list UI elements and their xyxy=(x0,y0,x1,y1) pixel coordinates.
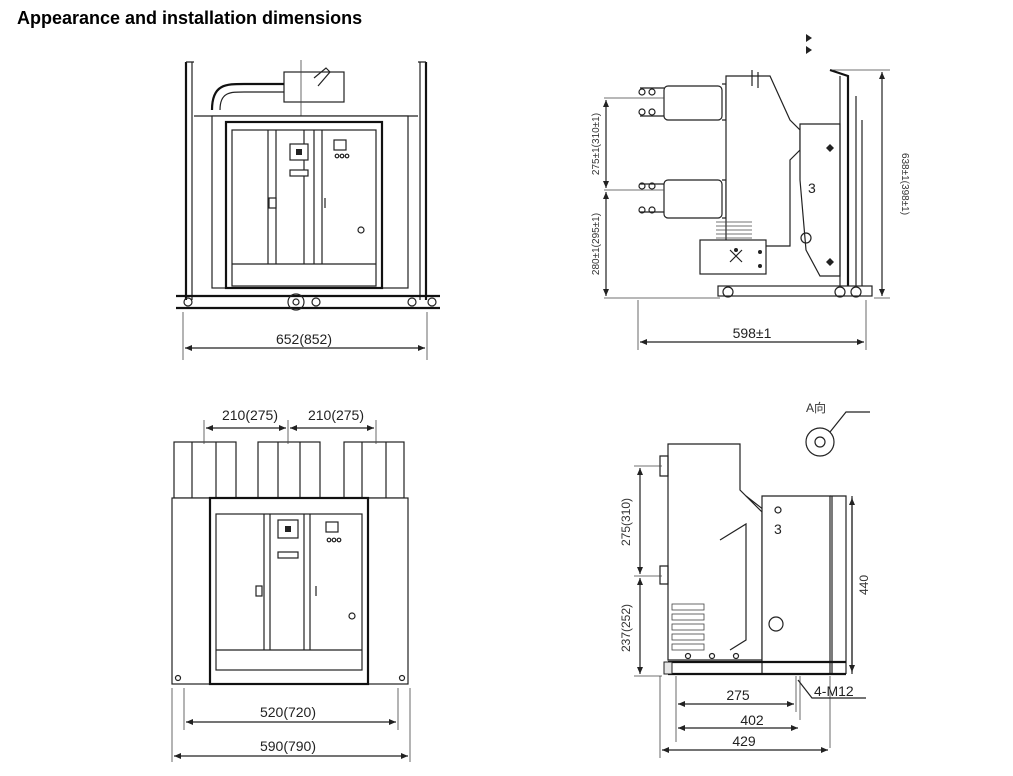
install-dim-429: 429 xyxy=(732,733,756,749)
install-height: 440 xyxy=(857,575,871,595)
top-outer-width: 590(790) xyxy=(260,738,316,754)
install-view: A向 3 275(310) 237(252) 440 xyxy=(619,400,871,758)
front-width-dimension: 652(852) xyxy=(276,331,332,347)
install-dim-402: 402 xyxy=(740,712,764,728)
front-view: 652(852) xyxy=(176,60,440,360)
install-view-label: A向 xyxy=(806,400,826,415)
side-lower-height: 280±1(295±1) xyxy=(591,213,602,275)
svg-text:3: 3 xyxy=(774,521,782,537)
install-bolt-label: 4-M12 xyxy=(814,683,854,699)
top-pitch-right: 210(275) xyxy=(308,407,364,423)
svg-text:3: 3 xyxy=(808,180,816,196)
top-view: 210(275) 210(275) 520(720) 590(790) xyxy=(171,407,411,762)
install-lower-height: 237(252) xyxy=(619,604,633,652)
install-dim-275: 275 xyxy=(726,687,750,703)
install-upper-pitch: 275(310) xyxy=(619,498,633,546)
side-depth-dimension: 598±1 xyxy=(733,325,772,341)
page-title: Appearance and installation dimensions xyxy=(17,8,363,28)
top-inner-width: 520(720) xyxy=(260,704,316,720)
side-upper-pitch: 275±1(310±1) xyxy=(591,113,602,175)
top-pitch-left: 210(275) xyxy=(222,407,278,423)
side-view: 3 275±1(310±1) 280±1(295±1) 638±1(398±1)… xyxy=(591,34,910,350)
side-total-height: 638±1(398±1) xyxy=(899,153,910,215)
